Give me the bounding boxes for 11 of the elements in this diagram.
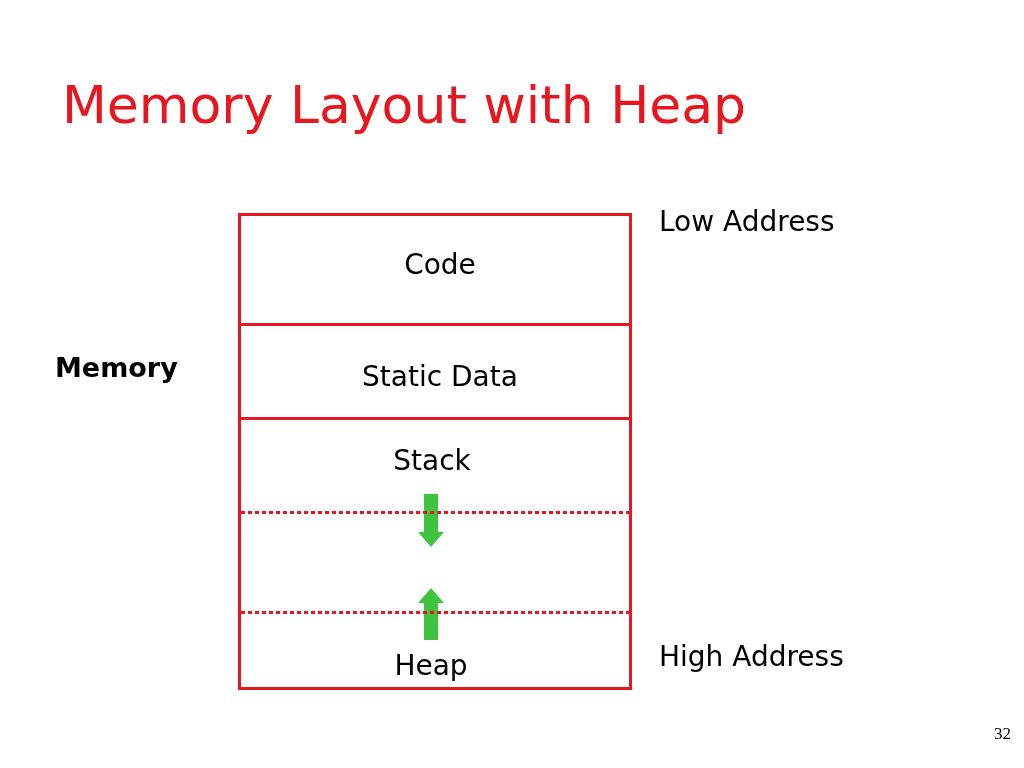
- segment-label: Stack: [393, 444, 471, 478]
- address-label: Low Address: [659, 205, 835, 239]
- segment-label: Heap: [394, 649, 468, 683]
- address-label: High Address: [659, 640, 844, 674]
- page-number: 32: [994, 724, 1011, 745]
- segment-label: Static Data: [362, 360, 518, 394]
- side-label: Memory: [55, 352, 178, 385]
- segment-label: Code: [404, 248, 476, 282]
- block-arrow: [418, 588, 444, 640]
- memory-frame: [238, 213, 632, 690]
- slide-title: Memory Layout with Heap: [62, 74, 747, 137]
